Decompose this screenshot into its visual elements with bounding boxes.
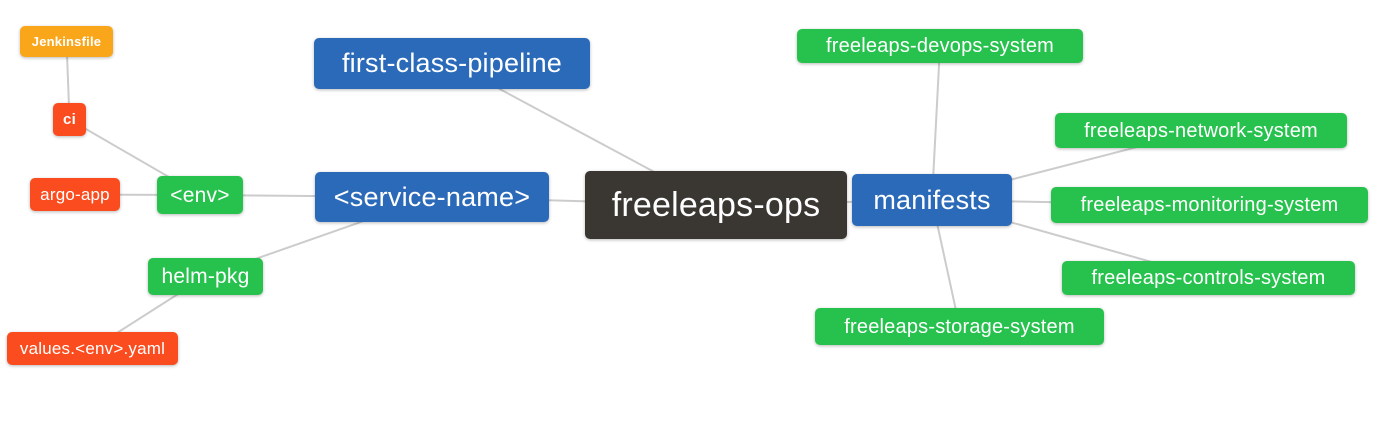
node-label: freeleaps-ops	[611, 186, 821, 224]
values-env-yaml-node[interactable]: values.<env>.yaml	[7, 332, 178, 365]
node-label: argo-app	[40, 185, 110, 204]
freeleaps-monitoring-system-node[interactable]: freeleaps-monitoring-system	[1051, 187, 1368, 223]
freeleaps-devops-system-node[interactable]: freeleaps-devops-system	[797, 29, 1083, 63]
env-node[interactable]: <env>	[157, 176, 243, 214]
freeleaps-storage-system-node[interactable]: freeleaps-storage-system	[815, 308, 1104, 345]
freeleaps-network-system-node[interactable]: freeleaps-network-system	[1055, 113, 1347, 148]
node-label: <env>	[170, 183, 230, 207]
node-label: freeleaps-controls-system	[1091, 267, 1326, 289]
first-class-pipeline-node[interactable]: first-class-pipeline	[314, 38, 590, 89]
node-label: freeleaps-network-system	[1084, 119, 1318, 142]
freeleaps-ops-node[interactable]: freeleaps-ops	[585, 171, 847, 239]
node-label: freeleaps-devops-system	[825, 35, 1055, 57]
service-name-node[interactable]: <service-name>	[315, 172, 549, 222]
node-label: helm-pkg	[161, 265, 250, 288]
helm-pkg-node[interactable]: helm-pkg	[148, 258, 263, 295]
node-label: manifests	[873, 184, 991, 215]
argo-app-node[interactable]: argo-app	[30, 178, 120, 211]
node-label: ci	[63, 111, 76, 128]
node-label: Jenkinsfile	[31, 34, 102, 49]
node-label: values.<env>.yaml	[19, 339, 166, 358]
node-label: <service-name>	[333, 181, 531, 212]
freeleaps-controls-system-node[interactable]: freeleaps-controls-system	[1062, 261, 1355, 295]
ci-node[interactable]: ci	[53, 103, 86, 136]
node-label: freeleaps-storage-system	[844, 315, 1075, 338]
manifests-node[interactable]: manifests	[852, 174, 1012, 226]
node-label: first-class-pipeline	[341, 48, 563, 78]
jenkinsfile-node[interactable]: Jenkinsfile	[20, 26, 113, 57]
node-label: freeleaps-monitoring-system	[1080, 194, 1339, 216]
